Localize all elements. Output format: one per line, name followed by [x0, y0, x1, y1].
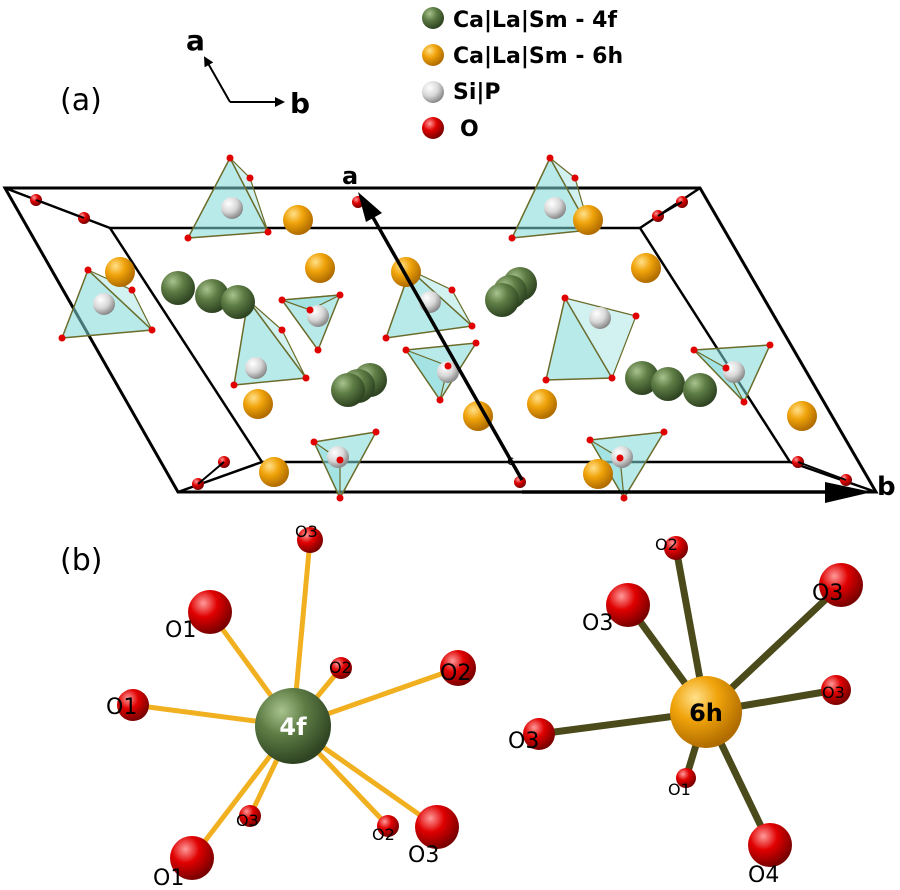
legend: Ca|La|Sm - 4f Ca|La|Sm - 6h Si|P O: [422, 7, 623, 142]
legend-label-o: O: [460, 117, 479, 142]
orientation-a-label: a: [186, 24, 205, 57]
atoms-layer: [30, 194, 852, 490]
legend-label-4f: Ca|La|Sm - 4f: [453, 8, 617, 33]
oxygen-6h: [676, 768, 696, 788]
legend-label-6h: Ca|La|Sm - 6h: [453, 44, 623, 69]
oxygen-4f: [188, 590, 232, 634]
sio4-tetrahedron: [402, 339, 480, 404]
unit-cell: [2, 186, 879, 494]
oxygen-6h: [664, 536, 688, 560]
oxygen-6h-label: O2: [655, 535, 678, 554]
oxygen-4f-label: O2: [329, 658, 352, 677]
legend-swatch-o: [422, 117, 444, 139]
legend-swatch-4f: [422, 7, 444, 29]
atom-6h: [527, 389, 557, 419]
oxygen-4f-label: O2: [372, 825, 395, 844]
oxygen-4f: [330, 657, 352, 679]
sio4-tetrahedron: [586, 428, 668, 502]
axis-b-arrowhead: [825, 482, 872, 503]
sio4-tetrahedron: [690, 341, 774, 406]
cell-axis-b-label: b: [877, 472, 896, 502]
oxygen-4f: [297, 527, 323, 553]
atom-6h: [305, 253, 335, 283]
atom-4f-center: [255, 688, 331, 764]
oxygen-4f-label: O1: [106, 695, 137, 720]
oxygen-6h-label: O1: [668, 780, 691, 799]
atom-6h: [787, 401, 817, 431]
oxygen-4f-label: O1: [153, 866, 184, 890]
cell-axis-c-label: c: [507, 454, 514, 469]
sio4-tetrahedron: [230, 296, 310, 389]
legend-item-o: O: [422, 117, 479, 142]
atom-6h: [573, 205, 603, 235]
panel-a-label: (a): [60, 83, 102, 118]
oxygen-4f-label: O3: [236, 811, 259, 830]
axis-a-arrowhead: [358, 192, 382, 222]
legend-item-4f: Ca|La|Sm - 4f: [422, 7, 617, 33]
atom-4f: [161, 271, 195, 305]
legend-item-sip: Si|P: [422, 80, 501, 105]
sio4-tetrahedron: [278, 291, 344, 354]
orientation-b-label: b: [290, 87, 310, 120]
atom-4f: [195, 279, 229, 313]
orientation-hint: a b: [186, 24, 310, 120]
oxygen-6h-label: O3: [812, 581, 843, 606]
oxygen-6h-label: O3: [508, 729, 539, 754]
sio4-tetrahedron: [58, 266, 156, 342]
sio4-tetrahedron: [542, 294, 640, 384]
atom-6h: [259, 457, 289, 487]
oxygen-6h: [523, 718, 555, 750]
atom-4f: [683, 373, 717, 407]
oxygen-4f: [415, 805, 459, 849]
oxygen-6h: [821, 675, 851, 705]
sio4-tetrahedron: [382, 266, 476, 342]
atom-6h-center: [670, 676, 742, 748]
cell-axis-a-label: a: [342, 162, 358, 190]
oxygen-6h: [606, 583, 650, 627]
cell-axes: a b c: [342, 162, 896, 503]
atom-6h: [243, 389, 273, 419]
legend-label-sip: Si|P: [453, 80, 501, 105]
oxygen-4f: [117, 689, 149, 721]
atom-6h: [631, 253, 661, 283]
oxygen-6h: [748, 823, 792, 867]
oxygen-4f: [377, 815, 399, 837]
oxygen-6h-label: O3: [822, 683, 845, 702]
oxygen-4f: [440, 650, 476, 686]
oxygen-4f-label: O3: [295, 522, 318, 541]
sio4-tetrahedron: [184, 154, 272, 242]
atom-4f: [485, 283, 519, 317]
sio4-tetrahedron: [310, 428, 380, 502]
atom-4f: [625, 361, 659, 395]
site-4f-center-label: 4f: [279, 713, 307, 741]
legend-swatch-6h: [422, 44, 444, 66]
panel-b-label: (b): [60, 543, 102, 578]
oxygen-4f-label: O3: [408, 843, 439, 868]
oxygen-4f-label: O2: [440, 661, 471, 686]
oxygen-4f-label: O1: [165, 618, 196, 643]
atom-6h: [463, 401, 493, 431]
atom-6h: [391, 257, 421, 287]
legend-swatch-sip: [422, 81, 444, 103]
oxygen-6h-label: O4: [748, 863, 779, 888]
atom-4f: [221, 285, 255, 319]
legend-item-6h: Ca|La|Sm - 6h: [422, 44, 623, 69]
site-6h-center-label: 6h: [689, 699, 723, 727]
atom-6h: [105, 257, 135, 287]
oxygen-6h: [819, 563, 863, 607]
atom-4f: [651, 367, 685, 401]
oxygen-6h-label: O3: [582, 611, 613, 636]
atom-4f: [331, 373, 365, 407]
atom-6h: [583, 459, 613, 489]
oxygen-4f: [239, 805, 261, 827]
oxygen-4f: [170, 836, 214, 880]
atom-6h: [283, 205, 313, 235]
tetrahedra-layer: [58, 154, 774, 502]
